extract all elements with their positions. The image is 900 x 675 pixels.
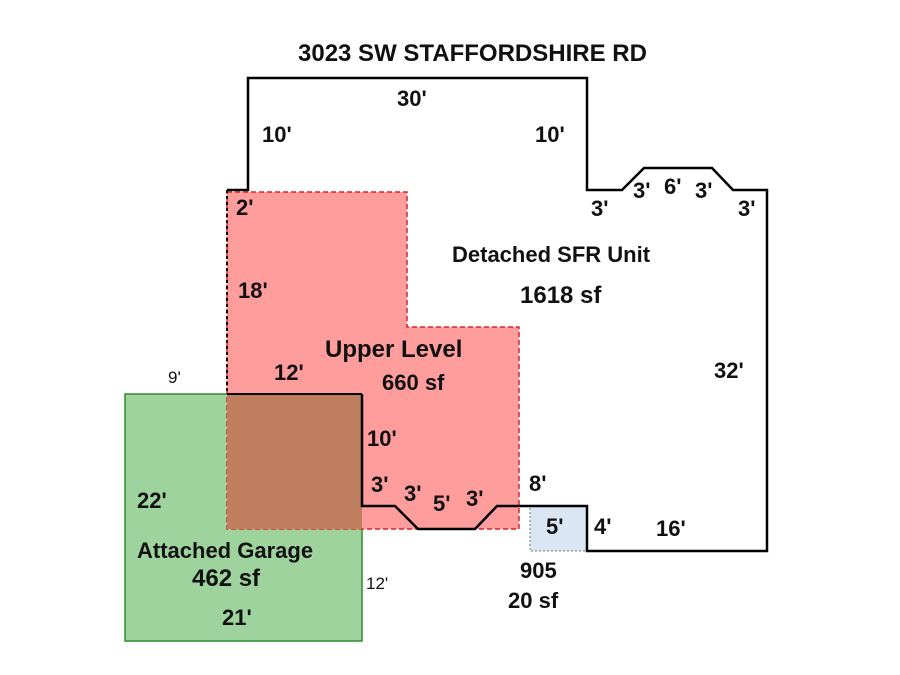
dim-step-8: 8' [529,471,547,496]
dim-top: 30' [397,86,427,111]
dim-garage-top: 9' [168,368,181,387]
small-area-name: 905 [520,558,557,583]
dim-bay-a: 3' [591,196,609,221]
dim-notch-v: 4' [594,514,612,539]
dim-left-mid: 18' [238,278,268,303]
dim-lower-bay-d: 3' [466,486,484,511]
dim-bay-c: 6' [664,174,682,199]
garage-area-size: 462 sf [192,565,261,592]
overlap-area [227,394,362,529]
dim-bay-d: 3' [695,178,713,203]
dim-bay-b: 3' [633,178,651,203]
garage-area-name: Attached Garage [137,538,314,563]
dim-left-jog: 2' [236,195,254,220]
dim-bay-e: 3' [738,196,756,221]
dim-inner-12: 12' [274,360,304,385]
dim-inner-10: 10' [367,426,397,451]
upper-area-size: 660 sf [382,370,445,395]
dim-garage-bottom: 21' [222,605,252,630]
upper-area-name: Upper Level [325,336,463,363]
dim-notch-h: 5' [546,514,564,539]
main-area-size: 1618 sf [520,282,602,309]
dim-right: 32' [714,358,744,383]
dim-garage-left: 22' [137,488,167,513]
address-title: 3023 SW STAFFORDSHIRE RD [298,40,647,67]
small-area-size: 20 sf [508,588,559,613]
dim-lower-bay-b: 3' [404,481,422,506]
dim-lower-bay-c: 5' [433,491,451,516]
main-area-name: Detached SFR Unit [452,242,651,267]
main-outline [227,76,769,553]
dim-bottom-right: 16' [656,516,686,541]
dim-right-top: 10' [535,122,565,147]
dim-lower-bay-a: 3' [371,472,389,497]
small-area-905[interactable] [529,505,588,552]
dim-left-top: 10' [262,122,292,147]
dim-garage-right: 12' [366,574,389,593]
